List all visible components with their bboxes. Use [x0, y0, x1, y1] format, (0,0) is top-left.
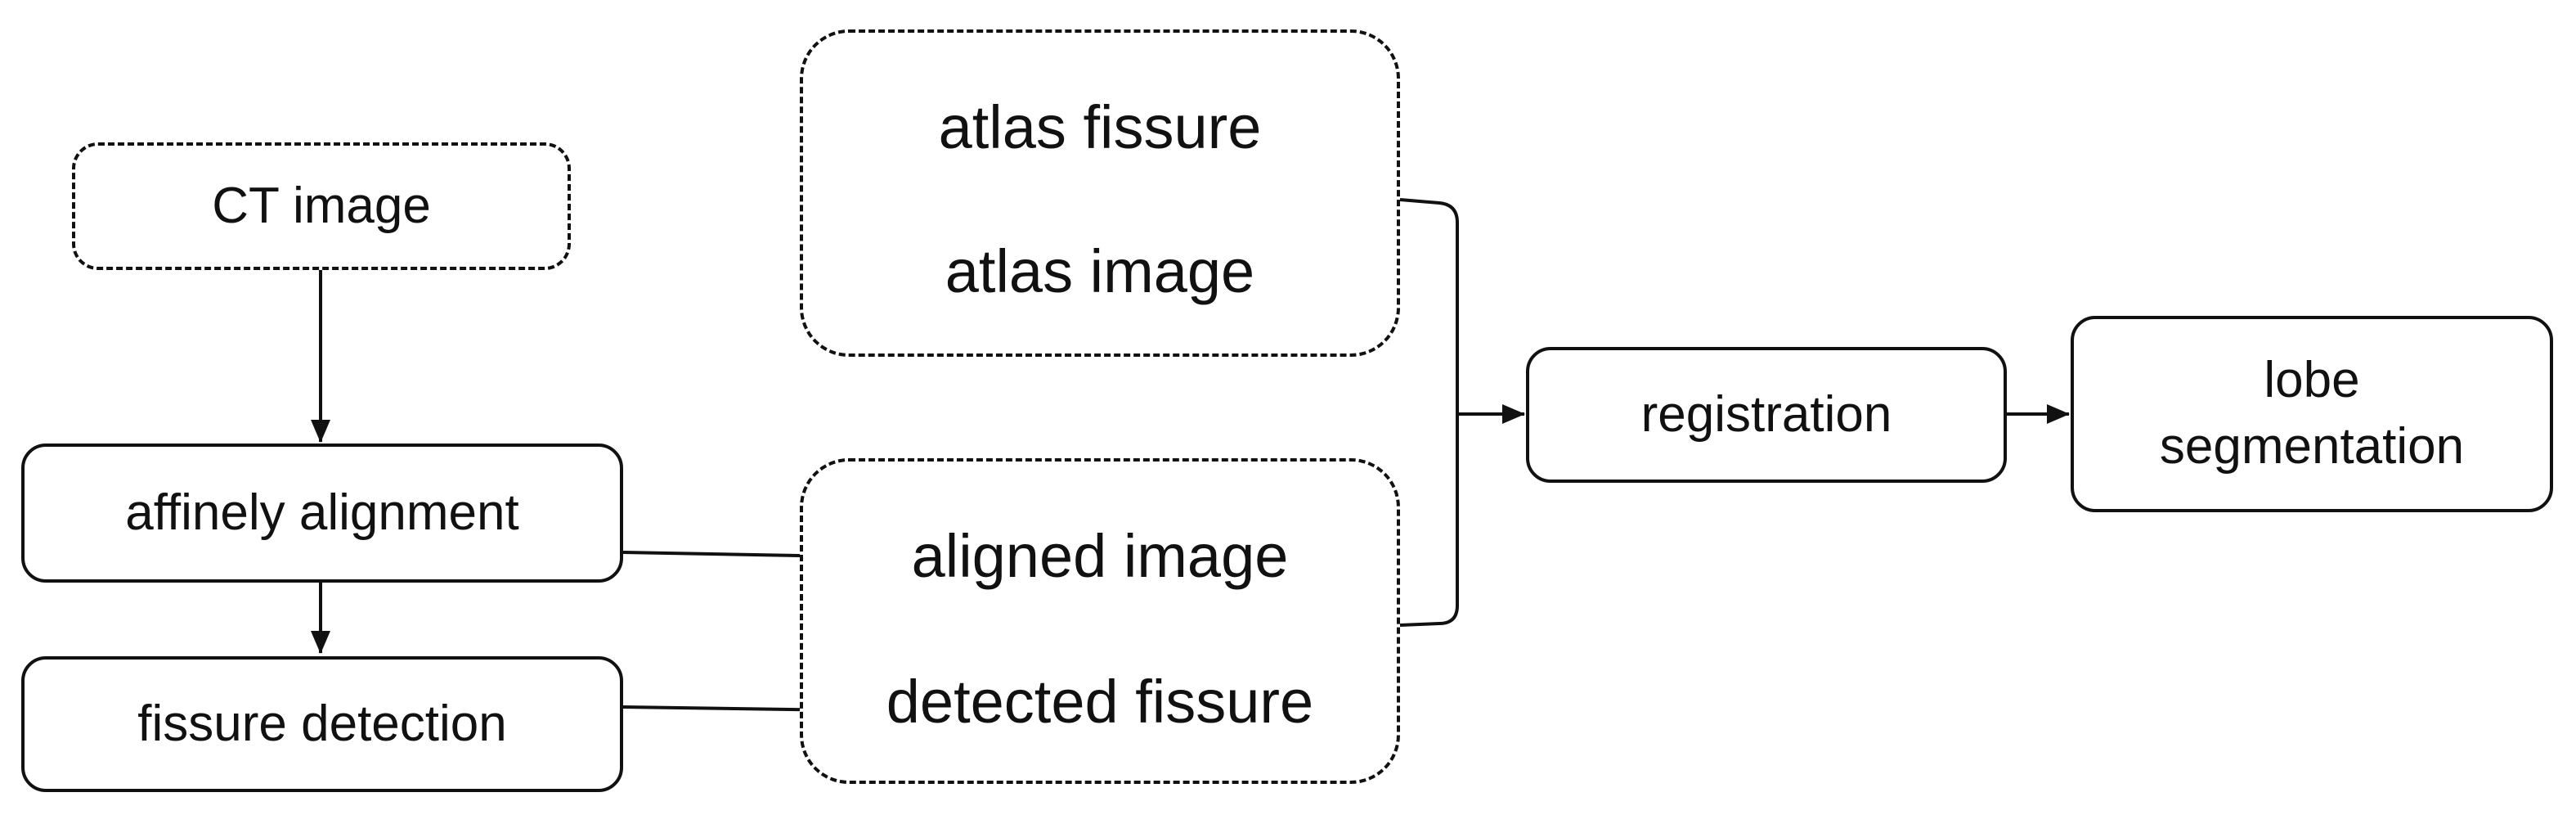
lobe-segmentation-node: lobe segmentation: [2071, 316, 2553, 512]
atlas-fissure-label: atlas fissure: [938, 93, 1262, 161]
registration-node: registration: [1526, 347, 2007, 483]
affine-alignment-node: affinely alignment: [21, 444, 623, 583]
merge-bracket: [1399, 198, 1459, 627]
fissure-detection-label: fissure detection: [137, 695, 507, 752]
aligned-group: aligned image detected fissure: [800, 458, 1400, 784]
atlas-image-label: atlas image: [945, 237, 1255, 305]
fissure-detection-node: fissure detection: [21, 656, 623, 792]
affine-alignment-label: affinely alignment: [125, 484, 519, 541]
ct-image-node: CT image: [72, 142, 571, 270]
atlas-group: atlas fissure atlas image: [800, 29, 1400, 357]
lobe-segmentation-label-line1: lobe: [2264, 352, 2360, 409]
registration-label: registration: [1640, 385, 1892, 443]
ct-image-label: CT image: [212, 177, 431, 234]
aligned-image-label: aligned image: [911, 522, 1289, 590]
lobe-segmentation-label-line2: segmentation: [2159, 418, 2465, 475]
detected-fissure-label: detected fissure: [886, 668, 1314, 736]
